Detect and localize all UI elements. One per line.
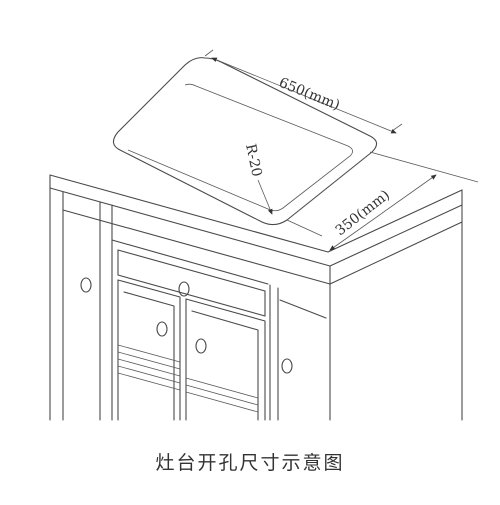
- cabinet-knobs: [80, 277, 293, 374]
- cabinet-body: [49, 187, 463, 421]
- knob-door-right-icon: [195, 338, 207, 354]
- dimension-radius: R-20: [242, 143, 273, 215]
- knob-right-icon: [281, 358, 293, 374]
- oven-grille: [117, 344, 259, 413]
- stove-cutout: [112, 57, 378, 226]
- knob-drawer-icon: [178, 281, 190, 297]
- radius-label: R-20: [242, 143, 265, 179]
- knob-door-left-icon: [156, 321, 168, 337]
- diagram-caption: 灶台开孔尺寸示意图: [155, 452, 345, 474]
- knob-left-icon: [80, 277, 92, 293]
- dimension-length: 650(mm): [204, 49, 403, 134]
- width-label: 350(mm): [333, 187, 393, 239]
- dimension-width: 350(mm): [286, 151, 479, 251]
